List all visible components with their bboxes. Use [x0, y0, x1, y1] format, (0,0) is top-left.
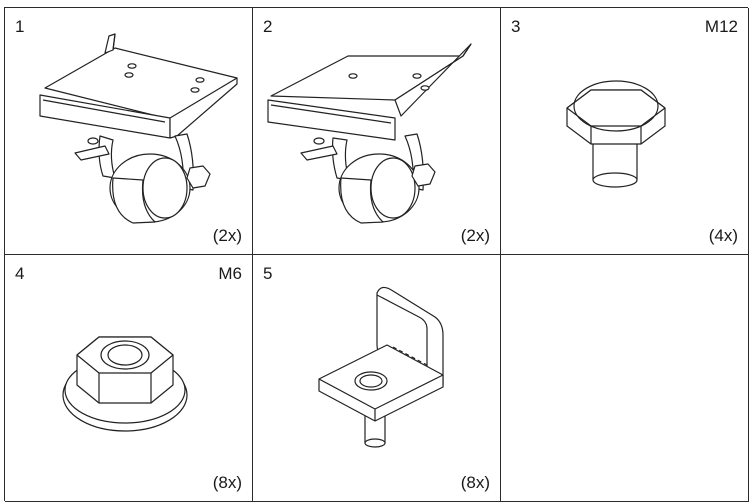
part-number: 5 [263, 264, 273, 283]
part-quantity: (4x) [708, 226, 738, 245]
part-number: 2 [263, 17, 273, 36]
part-cell-3: 3 M12 (4x) [501, 8, 749, 255]
flange-nut-icon [5, 255, 253, 502]
part-number: 3 [511, 17, 521, 36]
hex-bolt-icon [501, 8, 749, 255]
part-quantity: (8x) [460, 473, 490, 492]
part-spec: M6 [218, 264, 242, 283]
part-quantity: (2x) [460, 226, 490, 245]
angle-bracket-icon [253, 255, 501, 502]
empty-cell [501, 255, 749, 502]
part-number: 4 [15, 264, 25, 283]
caster-wheel-icon [253, 8, 501, 255]
part-cell-2: 2 [253, 8, 501, 255]
part-cell-5: 5 (8x) [253, 255, 501, 502]
part-cell-1: 1 [5, 8, 253, 255]
caster-wheel-icon [5, 8, 253, 255]
part-quantity: (2x) [212, 226, 242, 245]
part-number: 1 [15, 17, 25, 36]
part-cell-4: 4 M6 (8x) [5, 255, 253, 502]
parts-grid: 1 [4, 7, 749, 502]
part-quantity: (8x) [212, 473, 242, 492]
part-spec: M12 [704, 17, 738, 36]
